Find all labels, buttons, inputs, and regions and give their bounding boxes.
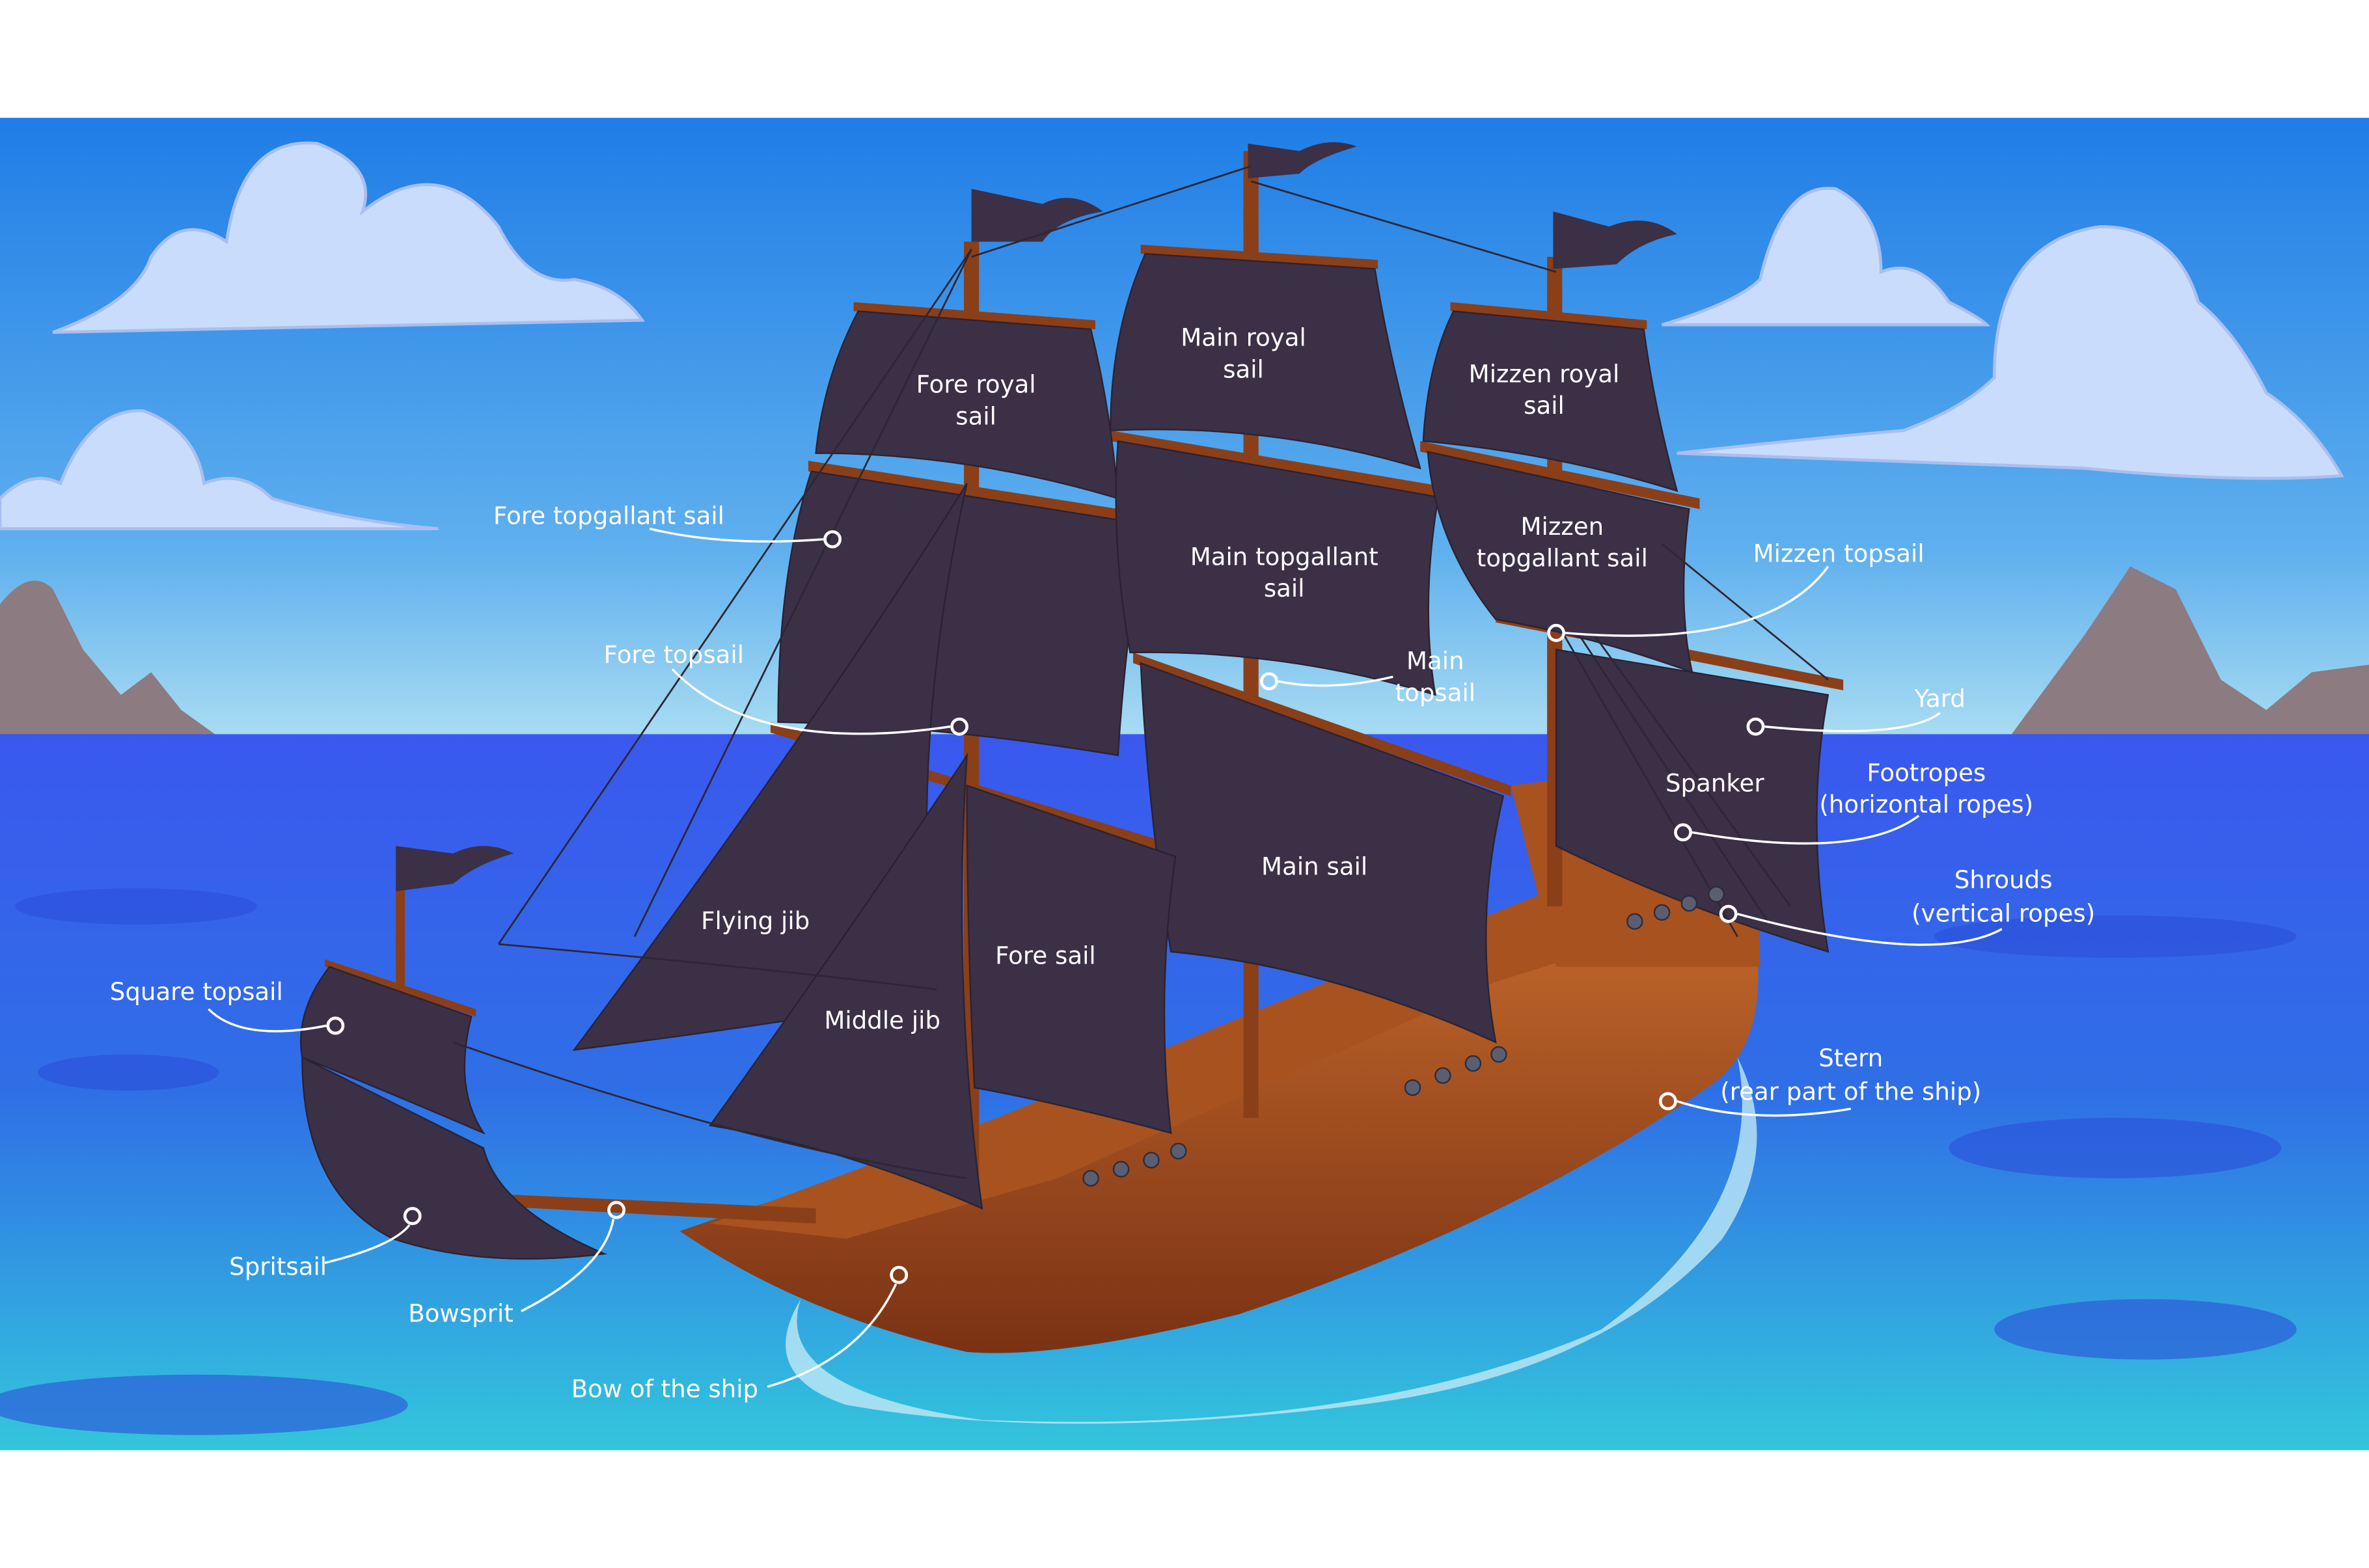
label-yard: Yard (1913, 685, 1965, 713)
label-bowsprit: Bowsprit (408, 1300, 514, 1328)
label-square-topsail: Square topsail (110, 978, 283, 1006)
bowsprit-spar (483, 1193, 816, 1224)
label-mizzen-topsail: Mizzen topsail (1753, 540, 1924, 568)
label-main-sail: Main sail (1261, 852, 1367, 880)
label-spanker: Spanker (1665, 770, 1764, 798)
leader-lines (208, 527, 2003, 1388)
label-fore-topsail: Fore topsail (604, 641, 744, 669)
label-footropes: Footropes(horizontal ropes) (1819, 759, 2033, 818)
label-shrouds: Shrouds(vertical ropes) (1911, 866, 2095, 927)
clouds (0, 141, 2345, 530)
ship (300, 142, 1844, 1353)
label-spritsail: Spritsail (229, 1253, 327, 1281)
mountains (0, 566, 2369, 738)
label-middle-jib: Middle jib (824, 1007, 940, 1034)
label-flying-jib: Flying jib (701, 907, 810, 935)
label-bow: Bow of the ship (571, 1375, 758, 1403)
label-stern: Stern(rear part of the ship) (1720, 1044, 1981, 1105)
sails (300, 252, 1829, 1260)
label-fore-sail: Fore sail (995, 941, 1096, 969)
label-fore-topgallant-sail: Fore topgallant sail (493, 502, 724, 530)
